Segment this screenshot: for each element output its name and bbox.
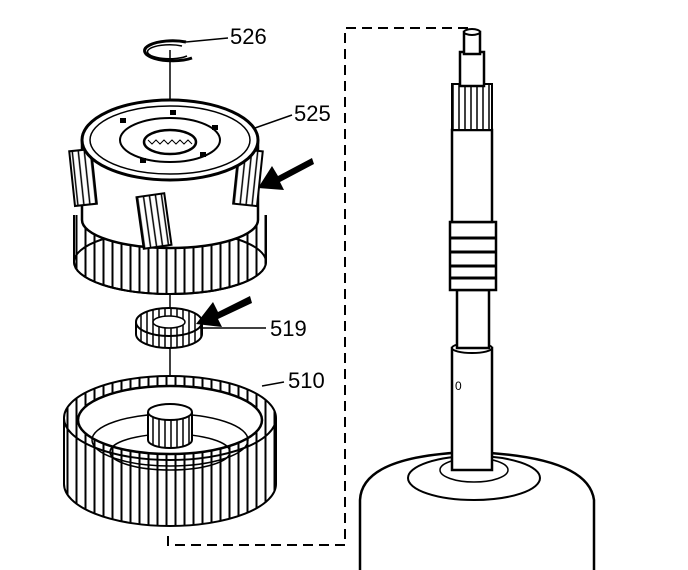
pointer-arrow-519 [196, 296, 252, 327]
callout-526: 526 [230, 24, 267, 49]
internal-gear-510 [63, 375, 285, 527]
callout-519: 519 [270, 316, 307, 341]
pointer-arrow-525 [258, 158, 314, 190]
svg-text:0: 0 [455, 379, 462, 393]
callout-510: 510 [288, 368, 325, 393]
callout-525: 525 [294, 101, 331, 126]
assembly-dashed-line [167, 27, 472, 546]
sun-gear-519 [135, 307, 266, 349]
output-shaft-assembly: 0 [358, 28, 596, 570]
retaining-ring-526 [143, 37, 229, 63]
planetary-carrier-525 [68, 98, 293, 295]
